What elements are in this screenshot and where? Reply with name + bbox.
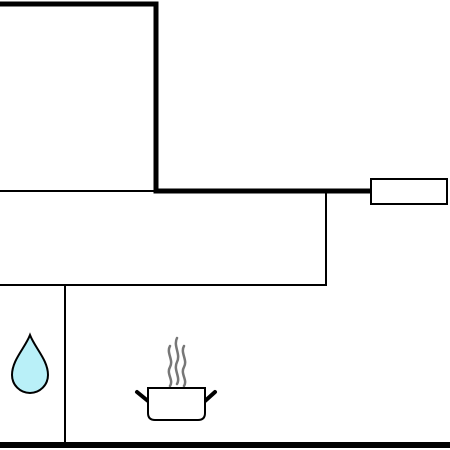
water-drop-icon bbox=[10, 332, 50, 394]
steam-wisp-left bbox=[167, 344, 173, 388]
pot-body bbox=[147, 387, 206, 421]
steam-wisp-middle bbox=[174, 336, 180, 386]
upper-room-wall bbox=[0, 1, 372, 194]
wall-fixture-icon bbox=[370, 178, 448, 205]
middle-room-wall bbox=[0, 191, 327, 286]
steam-wisp-right bbox=[181, 344, 187, 388]
pot-handle-left bbox=[135, 390, 150, 403]
pot-handle-right bbox=[203, 390, 217, 403]
steaming-pot-icon bbox=[135, 336, 217, 421]
